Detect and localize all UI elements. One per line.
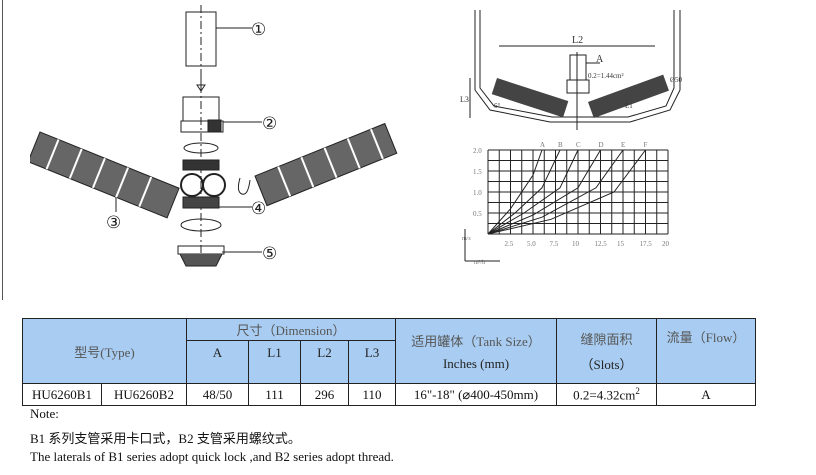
- cell-b1: HU6260B1: [22, 383, 102, 406]
- tank-header: 适用罐体（Tank Size）: [411, 333, 541, 349]
- y-axis-label: m/s: [462, 236, 471, 242]
- adapter-part-2: [180, 120, 224, 133]
- x-tick-label: 10: [572, 240, 580, 248]
- label-l3: L3: [460, 95, 469, 104]
- slots-header-en: （Slots）: [580, 357, 633, 372]
- callout-3: ③: [106, 213, 121, 232]
- series-line-A: [487, 149, 543, 235]
- cell-a: 48/50: [186, 383, 249, 406]
- slots-value: 0.2=4.32cm: [573, 387, 636, 403]
- slots-sup: 2: [635, 385, 640, 396]
- y-tick-label: 1.5: [473, 168, 482, 176]
- lateral-left: [30, 131, 180, 219]
- x-tick-label: 5.0: [527, 240, 536, 248]
- cell-flow: A: [656, 383, 756, 406]
- note-cn: B1 系列支管采用卡口式，B2 支管采用螺纹式。: [30, 431, 301, 446]
- spec-table: 型号(Type) 尺寸（Dimension） 适用罐体（Tank Size） In…: [22, 318, 756, 406]
- cell-tank: 16"-18" (⌀400-450mm): [395, 383, 557, 406]
- curve-label-C: C: [576, 141, 581, 149]
- table-row: HU6260B1 HU6260B2 48/50 111 296 110 16"-…: [22, 383, 756, 406]
- flow-header: 流量（Flow）: [666, 330, 746, 345]
- dim-col-l3: L3: [348, 340, 396, 384]
- label-angle: 6°: [494, 102, 501, 110]
- exploded-assembly-diagram: ① ② ③ ④ ⑤: [30, 5, 398, 267]
- page-border: [2, 0, 3, 300]
- series-line-C: [487, 149, 579, 235]
- label-slots: 0.2=1.44cm²: [588, 72, 624, 80]
- cell-l3: 110: [348, 383, 396, 406]
- curve-label-A: A: [540, 141, 545, 149]
- tank-header-units: Inches (mm): [442, 355, 510, 371]
- dim-col-a: A: [186, 340, 249, 384]
- x-tick-label: 7.5: [550, 240, 559, 248]
- x-tick-label: 20: [662, 240, 670, 248]
- series-line-D: [487, 149, 601, 235]
- cell-l1: 111: [248, 383, 301, 406]
- series-line-B: [487, 149, 561, 235]
- dim-col-l1: L1: [248, 340, 301, 384]
- cell-b2: HU6260B2: [101, 383, 187, 406]
- lateral-right: [254, 122, 398, 207]
- y-tick-label: 1.0: [473, 189, 482, 197]
- x-tick-label: 2.5: [505, 240, 514, 248]
- curve-label-F: F: [644, 141, 648, 149]
- tank-installation-diagram: L2 A L3 0.2=1.44cm² 6° L1 Ø50: [460, 10, 683, 130]
- note-title: Note:: [30, 406, 59, 421]
- label-a: A: [596, 54, 604, 65]
- callout-4: ④: [251, 199, 266, 218]
- type-header: 型号(Type): [74, 344, 135, 360]
- curve-label-D: D: [599, 141, 604, 149]
- curve-label-B: B: [558, 141, 563, 149]
- y-tick-label: 2.0: [473, 147, 482, 155]
- cell-l2: 296: [300, 383, 349, 406]
- slots-header: 缝隙面积: [580, 332, 633, 347]
- dim-col-l2: L2: [300, 340, 349, 384]
- label-l1: L1: [625, 102, 633, 110]
- label-dia: Ø50: [670, 76, 683, 84]
- curve-label-E: E: [621, 141, 625, 149]
- flow-chart: A B C D E F 2.5 5.0 7.5 10 12.5 15 17.5 20 0.5 1.0 1.5 2.…: [462, 141, 670, 266]
- callout-5: ⑤: [262, 244, 277, 263]
- cell-slots: 0.2=4.32cm2: [556, 383, 657, 406]
- pipe-part-1: [185, 11, 217, 67]
- x-tick-label: 12.5: [595, 240, 608, 248]
- x-tick-label: 15: [617, 240, 625, 248]
- series-line-E: [487, 149, 624, 235]
- callout-1: ①: [251, 20, 266, 39]
- dimension-header: 尺寸（Dimension）: [236, 323, 346, 338]
- callout-2: ②: [262, 114, 277, 133]
- y-tick-label: 0.5: [473, 210, 482, 218]
- x-axis-label: m³/h: [474, 260, 485, 266]
- label-l2: L2: [572, 35, 583, 46]
- note-en: The laterals of B1 series adopt quick lo…: [30, 449, 394, 464]
- series-line-F: [487, 149, 646, 235]
- x-tick-label: 17.5: [640, 240, 653, 248]
